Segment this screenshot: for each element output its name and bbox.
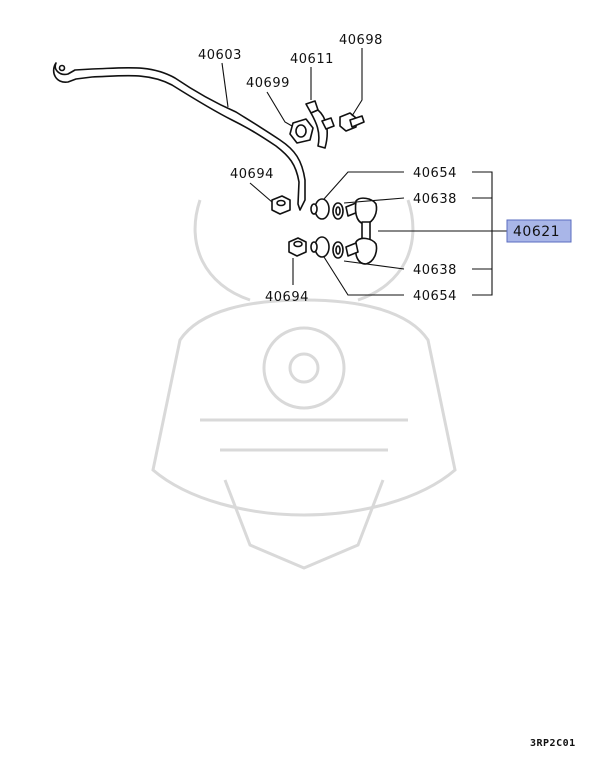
label-cup-upper: 40654 — [413, 166, 457, 181]
label-link-assembly: 40621 — [513, 224, 560, 240]
label-bolt: 40698 — [339, 33, 383, 48]
label-nut-upper: 40694 — [230, 167, 274, 182]
cushion-lower — [332, 241, 344, 259]
nut-upper — [271, 195, 291, 215]
label-bushing: 40699 — [246, 76, 290, 91]
cup-upper — [310, 198, 330, 220]
link-assembly — [345, 197, 378, 265]
label-bracket: 40611 — [290, 52, 334, 67]
label-cushion-lower: 40638 — [413, 263, 457, 278]
label-cushion-upper: 40638 — [413, 192, 457, 207]
watermark-emblem — [151, 199, 457, 570]
nut-lower — [288, 237, 307, 257]
bushing — [289, 118, 314, 144]
diagram-code: 3RP2C01 — [530, 738, 576, 749]
cushion-upper — [332, 202, 344, 220]
cup-lower — [310, 236, 330, 258]
label-stabilizer-bar: 40603 — [198, 48, 242, 63]
bracket — [305, 100, 335, 149]
leader-lines — [221, 48, 507, 296]
stabilizer-bar — [52, 62, 306, 211]
bolt — [339, 112, 365, 132]
link-assembly-highlight-box — [506, 219, 572, 243]
label-nut-lower: 40694 — [265, 290, 309, 305]
label-cup-lower: 40654 — [413, 289, 457, 304]
